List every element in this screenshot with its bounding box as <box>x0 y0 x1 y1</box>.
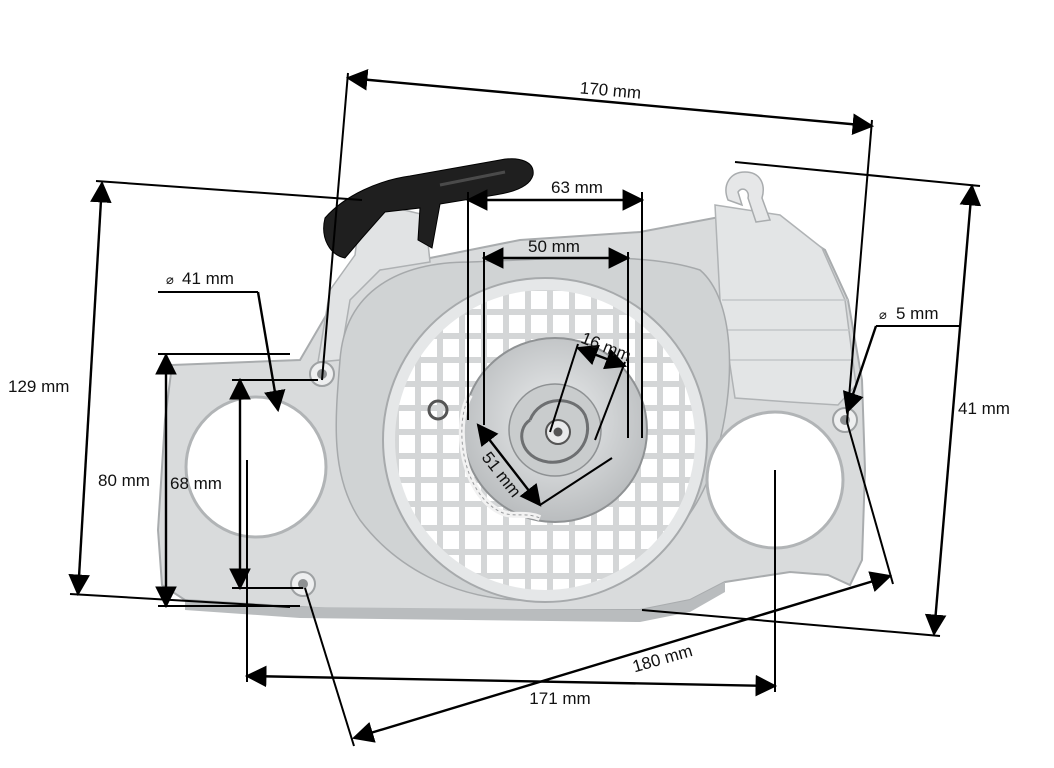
label-41mm-diameter: ⌀ 41 mm <box>166 269 234 288</box>
housing-hook <box>725 171 772 223</box>
diameter-symbol-right: ⌀ <box>879 307 887 322</box>
label-41mm-height: 41 mm <box>958 399 1010 418</box>
starter-housing <box>156 158 867 622</box>
label-180mm: 180 mm <box>630 641 694 676</box>
diameter-symbol-left: ⌀ <box>166 272 174 287</box>
handle-grip-highlight <box>439 170 506 187</box>
left-mount-hole <box>184 395 328 539</box>
label-50mm: 50 mm <box>528 237 580 256</box>
label-80mm: 80 mm <box>98 471 150 490</box>
rope-guide-ring <box>427 399 449 421</box>
label-68mm: 68 mm <box>170 474 222 493</box>
screw-boss-right-hole <box>840 415 850 425</box>
label-129mm: 129 mm <box>8 377 69 396</box>
label-5mm-diameter: ⌀ 5 mm <box>879 304 939 323</box>
diameter-value-right: 5 mm <box>896 304 939 323</box>
housing-rib-lines <box>722 299 852 361</box>
screw-boss-bottom-left-hole <box>298 579 308 589</box>
housing-right-rib <box>714 204 857 406</box>
label-63mm: 63 mm <box>551 178 603 197</box>
diameter-value-left: 41 mm <box>182 269 234 288</box>
center-bolt-socket <box>553 427 563 437</box>
label-171mm: 171 mm <box>529 689 590 708</box>
dimension-lines <box>68 69 982 747</box>
starter-handle <box>323 158 534 259</box>
